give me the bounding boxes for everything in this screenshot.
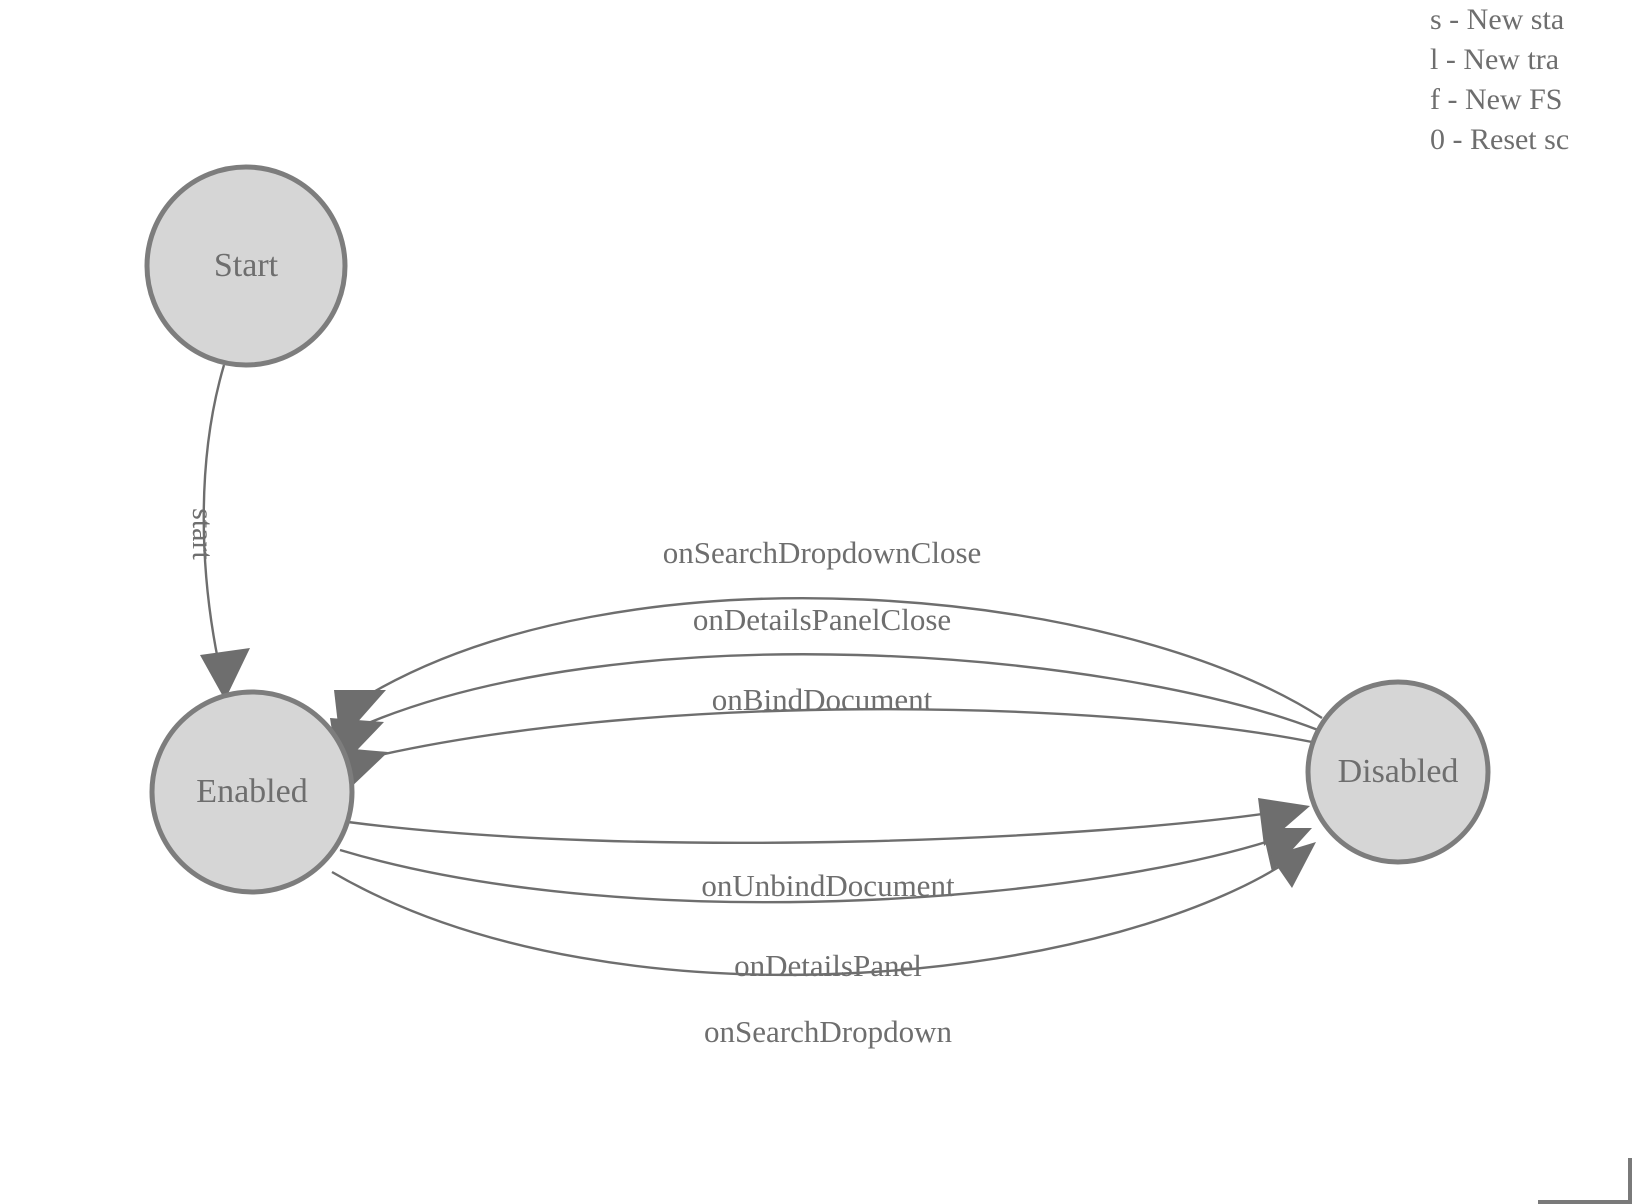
transition-label-onBindDocument: onBindDocument (712, 682, 933, 717)
transition-onUnbindDocument-path[interactable] (347, 808, 1291, 845)
state-node-disabled-label: Disabled (1338, 753, 1459, 790)
help-line-new-state: s - New sta (1430, 3, 1565, 36)
transition-onSearchDropdownClose-path[interactable] (359, 597, 1323, 720)
transition-onSearchDropdown[interactable] (331, 842, 1316, 976)
keyboard-shortcuts-help: s - New sta l - New tra f - New FS 0 - R… (1430, 0, 1632, 160)
transition-label-start: start (186, 508, 219, 560)
help-line-new-fsm: f - New FS (1430, 83, 1563, 116)
state-node-enabled[interactable]: Enabled (149, 689, 355, 895)
state-node-enabled-label: Enabled (196, 773, 307, 810)
state-node-enabled-circle[interactable] (149, 689, 355, 895)
state-node-start[interactable]: Start (144, 164, 348, 368)
help-line-new-transition: l - New tra (1430, 43, 1560, 76)
resize-handle-corner[interactable] (1538, 1158, 1632, 1204)
transition-start-path[interactable] (202, 364, 226, 661)
transition-onUnbindDocument[interactable] (347, 798, 1310, 846)
transition-onDetailsPanel-path[interactable] (339, 830, 1297, 904)
transition-label-onUnbindDocument: onUnbindDocument (701, 868, 955, 903)
state-node-start-label: Start (214, 247, 279, 284)
transition-label-onDetailsPanelClose: onDetailsPanelClose (693, 602, 951, 637)
transition-onBindDocument-path[interactable] (349, 707, 1313, 764)
transition-onSearchDropdown-arrowhead (1270, 842, 1316, 888)
transition-start[interactable] (200, 364, 250, 700)
help-line-reset-scale: 0 - Reset sc (1430, 123, 1570, 156)
transition-onBindDocument[interactable] (342, 707, 1313, 792)
state-node-start-circle[interactable] (144, 164, 348, 368)
transition-label-onSearchDropdown: onSearchDropdown (704, 1014, 952, 1049)
state-node-disabled[interactable]: Disabled (1305, 679, 1491, 865)
transition-label-onDetailsPanel: onDetailsPanel (734, 948, 922, 983)
transition-start-arrowhead (200, 648, 250, 700)
transition-onSearchDropdown-path[interactable] (331, 849, 1305, 976)
transition-label-onSearchDropdownClose: onSearchDropdownClose (663, 535, 982, 570)
state-node-disabled-circle[interactable] (1305, 679, 1491, 865)
transition-onDetailsPanelClose-path[interactable] (351, 653, 1319, 732)
